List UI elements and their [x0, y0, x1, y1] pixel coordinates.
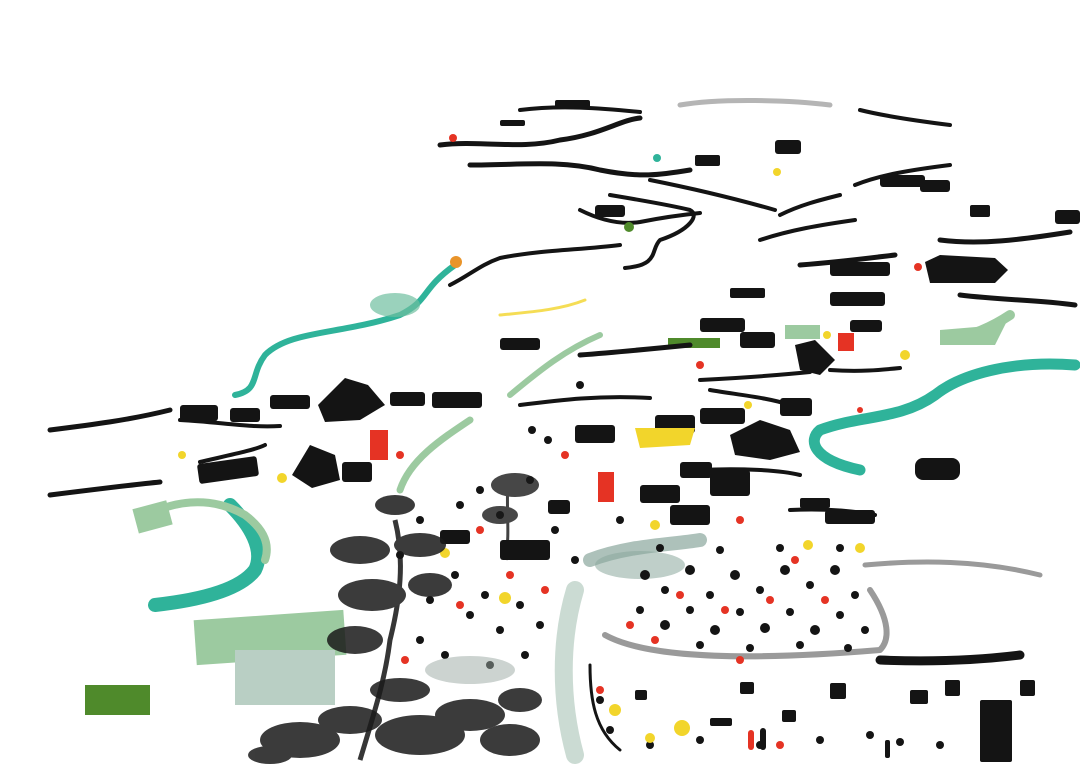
olive-field-patch [668, 338, 720, 348]
gray-road-stroke [554, 581, 584, 764]
pale-green-path [507, 332, 603, 398]
green-field-patch [785, 325, 820, 339]
standing-figures [748, 728, 890, 758]
yellow-dot [900, 350, 910, 360]
ink-house-roofs [180, 100, 1080, 762]
pine-tree [482, 473, 539, 561]
olive-field-patch [85, 685, 150, 715]
color-wash-layer [136, 97, 1080, 764]
field-patches [85, 293, 1010, 715]
teal-dot [653, 154, 661, 162]
red-house [370, 430, 388, 460]
colored-accents [370, 134, 922, 502]
teal-wash-blob [595, 551, 685, 579]
teal-wash-blob [370, 293, 420, 317]
gray-road-stroke [583, 533, 707, 567]
gray-road-stroke [862, 559, 1043, 578]
green-field-patch [235, 650, 335, 705]
green-field-patch [940, 315, 1010, 345]
pine-tree [248, 678, 542, 764]
pale-green-path [396, 416, 474, 494]
ink-terrace-lines [47, 105, 1078, 752]
yellow-wash-stroke [498, 298, 587, 317]
gray-road-stroke [602, 587, 890, 660]
pine-trees [248, 473, 542, 764]
gray-wash-blob [425, 656, 515, 684]
yellow-dot [773, 168, 781, 176]
teal-river-stroke [808, 358, 1080, 476]
teal-river-stroke [232, 262, 458, 398]
green-dot [624, 222, 634, 232]
red-house [838, 333, 854, 351]
orange-blossom [450, 256, 462, 268]
red-dot [914, 263, 922, 271]
red-house [598, 472, 614, 502]
gray-road-stroke [677, 97, 833, 108]
teal-river-stroke [148, 498, 266, 612]
red-dot [449, 134, 457, 142]
green-field-patch [132, 500, 173, 534]
yellow-house [635, 428, 695, 448]
